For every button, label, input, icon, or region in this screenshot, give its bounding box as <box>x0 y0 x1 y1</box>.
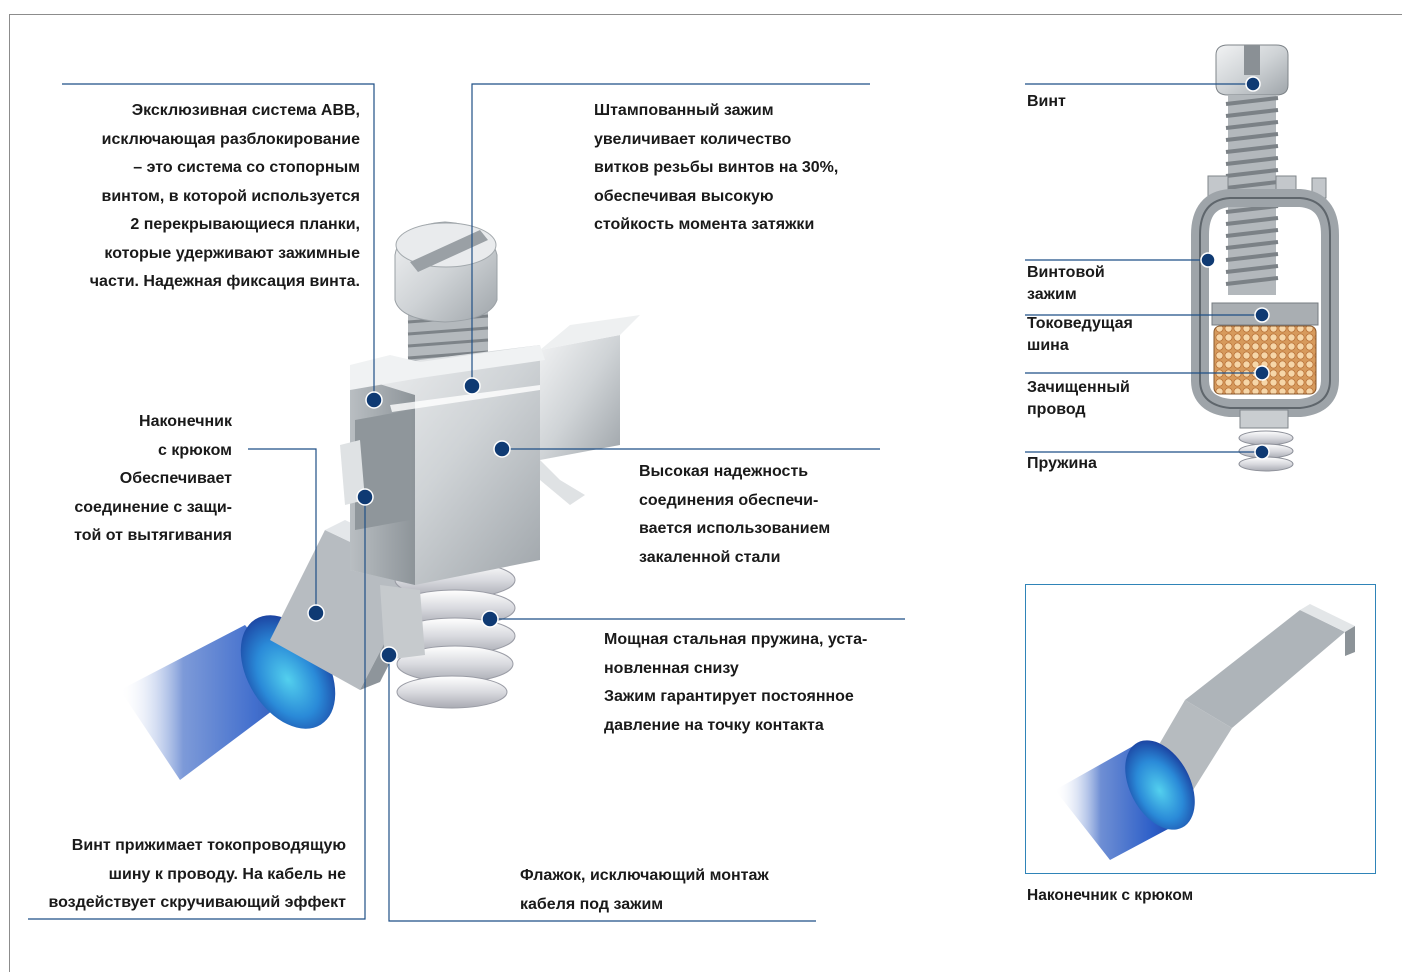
inset-hook-illustration <box>1055 604 1355 860</box>
section-leader-lines <box>1025 83 1262 453</box>
callout-hook-tip: Наконечник с крюком Обеспечивает соедине… <box>74 413 232 544</box>
label-screw: Винт <box>1027 93 1066 110</box>
dot-hardened-steel <box>493 440 511 458</box>
section-view <box>1191 44 1339 472</box>
dot-screw-press <box>356 488 374 506</box>
clamp-body <box>340 345 545 660</box>
dot-screw-clamp <box>1200 252 1216 268</box>
label-stripped-wire: Зачищенный провод <box>1027 379 1130 418</box>
leader-lines <box>28 83 905 922</box>
dot-screw <box>1245 76 1261 92</box>
clamp-bar-right <box>540 315 640 505</box>
section-dots <box>1200 76 1270 460</box>
dot-anti-unlock <box>365 391 383 409</box>
page-frame <box>9 14 1402 972</box>
callout-dots <box>307 377 511 664</box>
dot-spring <box>481 610 499 628</box>
dot-hook-tip <box>307 604 325 622</box>
dot-busbar <box>1254 307 1270 323</box>
inset-frame <box>1025 584 1376 874</box>
dot-stripped-wire <box>1254 365 1270 381</box>
callout-spring: Мощная стальная пружина, уста- новленная… <box>604 631 868 734</box>
callout-hardened-steel: Высокая надежность соединения обеспечи- … <box>639 463 831 566</box>
label-screw-clamp: Винтовой зажим <box>1027 264 1105 303</box>
label-busbar: Токоведущая шина <box>1027 315 1133 354</box>
callout-flag: Флажок, исключающий монтаж кабеля под за… <box>520 867 769 913</box>
inset-caption: Наконечник с крюком <box>1027 887 1194 904</box>
callout-screw-press: Винт прижимает токопроводящую шину к про… <box>48 837 346 911</box>
callout-anti-unlock: Эксклюзивная система ABB, исключающая ра… <box>89 102 360 290</box>
dot-stamped-clamp <box>463 377 481 395</box>
callout-stamped-clamp: Штампованный зажим увеличивает количеств… <box>594 102 839 233</box>
dot-flag <box>380 646 398 664</box>
dot-spring-section <box>1254 444 1270 460</box>
screw-main <box>394 221 498 370</box>
label-spring: Пружина <box>1027 455 1097 472</box>
